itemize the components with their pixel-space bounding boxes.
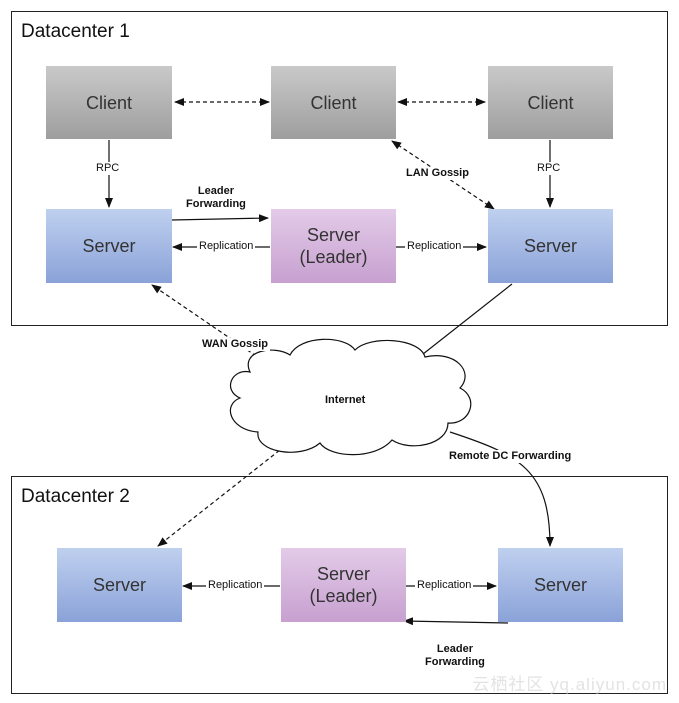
leader-forwarding-dc2-arrow bbox=[403, 617, 509, 626]
dc1-server-internet-link bbox=[417, 283, 513, 359]
leader-forwarding-dc1-arrow bbox=[171, 214, 269, 223]
leader-forwarding-dc2-label: Leader Forwarding bbox=[425, 643, 485, 669]
client-right: Client bbox=[488, 66, 613, 139]
leader-forwarding-dc1-label: Leader Forwarding bbox=[186, 185, 246, 211]
replication-dc2-left-label: Replication bbox=[206, 579, 265, 592]
dc1-server-left: Server bbox=[46, 209, 172, 283]
lan-gossip-label: LAN Gossip bbox=[404, 167, 471, 180]
dc2-server-left: Server bbox=[57, 548, 182, 622]
remote-dc-forwarding-label: Remote DC Forwarding bbox=[447, 450, 574, 463]
wan-gossip-label: WAN Gossip bbox=[200, 338, 271, 351]
dc2-server-right: Server bbox=[498, 548, 623, 622]
wan-gossip-dc2-link bbox=[157, 445, 286, 547]
watermark: 云栖社区 yq.aliyun.com bbox=[472, 675, 667, 694]
dc1-server-leader: Server (Leader) bbox=[271, 209, 396, 283]
datacenter-1-title: Datacenter 1 bbox=[21, 21, 130, 42]
replication-dc2-right-label: Replication bbox=[415, 579, 474, 592]
internet-cloud-shape bbox=[229, 338, 472, 456]
internet-label: Internet bbox=[325, 394, 366, 406]
dc2-server-leader: Server (Leader) bbox=[281, 548, 406, 622]
client-middle: Client bbox=[271, 66, 396, 139]
replication-dc1-left-label: Replication bbox=[197, 240, 256, 253]
rpc-right-label: RPC bbox=[537, 162, 561, 175]
dc1-server-right: Server bbox=[488, 209, 613, 283]
client-left: Client bbox=[46, 66, 172, 139]
datacenter-2-title: Datacenter 2 bbox=[21, 486, 130, 507]
remote-dc-forwarding-arrow bbox=[449, 431, 554, 547]
rpc-left-label: RPC bbox=[96, 162, 120, 175]
replication-dc1-right-label: Replication bbox=[405, 240, 464, 253]
